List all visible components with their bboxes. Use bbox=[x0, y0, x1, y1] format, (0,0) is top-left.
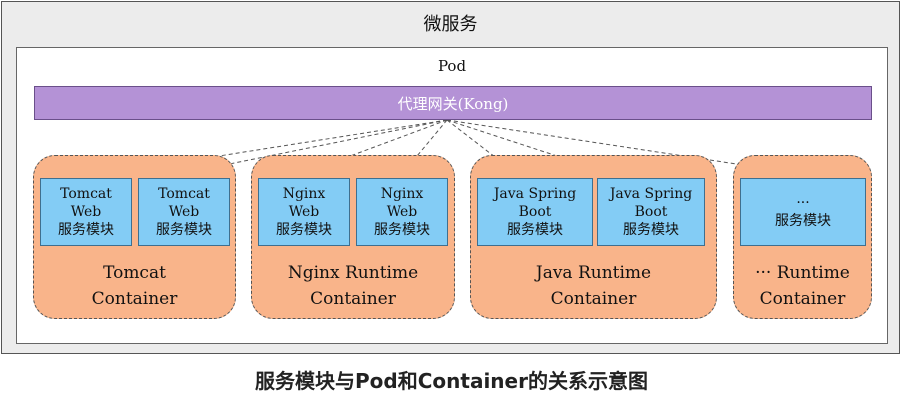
service-module: Tomcat Web 服务模块 bbox=[40, 178, 132, 246]
service-module: Nginx Web 服务模块 bbox=[258, 178, 350, 246]
nginx-runtime-container: Nginx Web 服务模块 Nginx Web 服务模块 Nginx Runt… bbox=[251, 155, 455, 319]
module-line: 服务模块 bbox=[623, 222, 679, 238]
module-line: Web bbox=[70, 204, 102, 220]
container-name-line: ··· Runtime bbox=[755, 263, 850, 283]
service-module: ··· 服务模块 bbox=[740, 178, 866, 246]
pod-title: Pod bbox=[437, 57, 467, 75]
service-module: Nginx Web 服务模块 bbox=[356, 178, 448, 246]
container-name: Tomcat Container bbox=[34, 260, 235, 312]
service-module: Tomcat Web 服务模块 bbox=[138, 178, 230, 246]
module-line: Java Spring bbox=[609, 186, 693, 202]
module-line: Tomcat bbox=[158, 186, 210, 202]
proxy-gateway: 代理网关(Kong) bbox=[34, 86, 872, 120]
module-line: Tomcat bbox=[60, 186, 112, 202]
service-module: Java Spring Boot 服务模块 bbox=[597, 178, 705, 246]
other-runtime-container: ··· 服务模块 ··· Runtime Container bbox=[733, 155, 872, 319]
module-line: 服务模块 bbox=[374, 222, 430, 238]
module-line: Web bbox=[386, 204, 418, 220]
container-name-line: Container bbox=[759, 289, 846, 309]
module-line: ··· bbox=[796, 195, 810, 211]
service-module: Java Spring Boot 服务模块 bbox=[477, 178, 593, 246]
module-line: Nginx bbox=[282, 186, 326, 202]
module-line: Nginx bbox=[380, 186, 424, 202]
module-line: Boot bbox=[518, 204, 552, 220]
container-name-line: Tomcat bbox=[103, 263, 166, 283]
java-runtime-container: Java Spring Boot 服务模块 Java Spring Boot 服… bbox=[470, 155, 717, 319]
container-name: Java Runtime Container bbox=[471, 260, 716, 312]
container-name: Nginx Runtime Container bbox=[252, 260, 454, 312]
container-name-line: Container bbox=[91, 289, 178, 309]
diagram-caption: 服务模块与Pod和Container的关系示意图 bbox=[255, 369, 648, 393]
module-line: Web bbox=[288, 204, 320, 220]
pod-boundary: Pod 代理网关(Kong) Tomcat Web 服务模块 Tomcat bbox=[16, 47, 888, 344]
microservice-title: 微服务 bbox=[423, 14, 478, 35]
module-line: Java Spring bbox=[493, 186, 577, 202]
microservice-boundary: 微服务 Pod 代理网关(Kong) Tomcat Web 服务模块 bbox=[1, 1, 900, 354]
module-line: 服务模块 bbox=[775, 213, 831, 229]
module-line: Web bbox=[168, 204, 200, 220]
module-line: 服务模块 bbox=[507, 222, 563, 238]
container-name-line: Nginx Runtime bbox=[287, 263, 419, 283]
connector-line bbox=[446, 119, 803, 175]
module-line: 服务模块 bbox=[276, 222, 332, 238]
module-line: Boot bbox=[634, 204, 668, 220]
container-name-line: Java Runtime bbox=[535, 263, 652, 283]
module-line: 服务模块 bbox=[156, 222, 212, 238]
container-name: ··· Runtime Container bbox=[734, 260, 871, 312]
tomcat-container: Tomcat Web 服务模块 Tomcat Web 服务模块 Tomcat C… bbox=[33, 155, 236, 319]
connector-line bbox=[446, 119, 613, 175]
container-name-line: Container bbox=[550, 289, 637, 309]
module-line: 服务模块 bbox=[58, 222, 114, 238]
container-name-line: Container bbox=[310, 289, 396, 309]
